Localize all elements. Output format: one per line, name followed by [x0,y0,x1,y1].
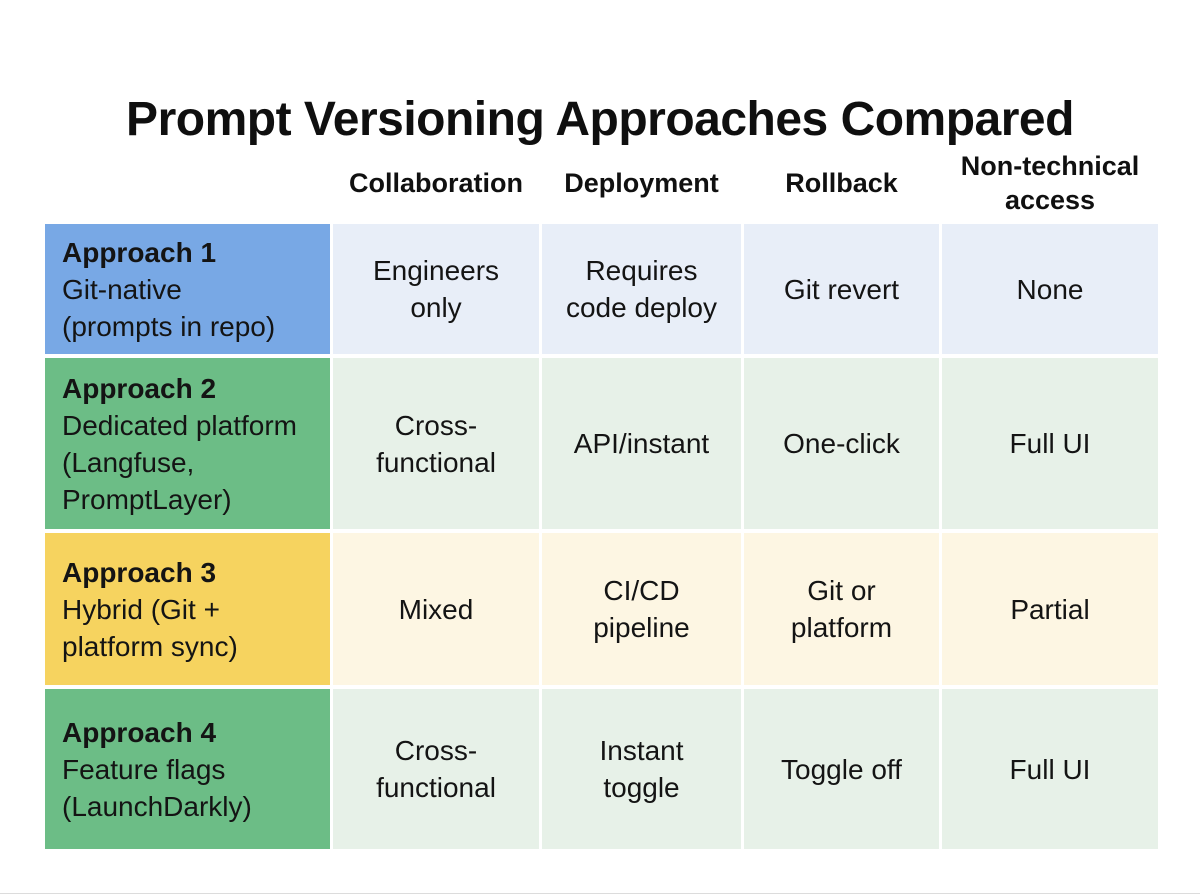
cell-approach4-deployment: Instant toggle [542,689,741,849]
cell-approach1-collaboration: Engineers only [333,224,539,354]
corner-cell [45,145,330,220]
approach-2-description: Dedicated platform (Langfuse, PromptLaye… [62,409,298,515]
row-header-approach-1: Approach 1 Git-native (prompts in repo) [45,224,330,354]
column-header-non-technical-access: Non-technical access [960,150,1140,215]
cell-approach3-rollback: Git or platform [744,533,939,685]
cell-approach4-collaboration: Cross- functional [333,689,539,849]
cell-approach3-collaboration: Mixed [333,533,539,685]
cell-approach4-rollback: Toggle off [744,689,939,849]
column-header-collaboration: Collaboration [349,167,523,198]
cell-approach2-deployment: API/instant [542,358,741,529]
approach-4-name: Approach 4 [62,716,217,748]
cell-approach3-deployment: CI/CD pipeline [542,533,741,685]
cell-approach1-deployment: Requires code deploy [542,224,741,354]
cell-approach1-rollback: Git revert [744,224,939,354]
comparison-table: Collaboration Deployment Rollback Non-te… [45,145,1158,849]
approach-1-description: Git-native (prompts in repo) [62,273,276,342]
cell-approach1-non-technical-access: None [942,224,1158,354]
page-title: Prompt Versioning Approaches Compared [126,93,1074,147]
approach-3-description: Hybrid (Git + platform sync) [62,593,238,662]
approach-4-description: Feature flags (LaunchDarkly) [62,753,252,822]
row-header-approach-2: Approach 2 Dedicated platform (Langfuse,… [45,358,330,529]
approach-2-name: Approach 2 [62,372,217,404]
row-header-approach-4: Approach 4 Feature flags (LaunchDarkly) [45,689,330,849]
column-header-deployment: Deployment [564,167,719,198]
column-header-rollback: Rollback [785,167,898,198]
cell-approach2-non-technical-access: Full UI [942,358,1158,529]
approach-3-name: Approach 3 [62,556,217,588]
cell-approach3-non-technical-access: Partial [942,533,1158,685]
cell-approach4-non-technical-access: Full UI [942,689,1158,849]
cell-approach2-rollback: One-click [744,358,939,529]
bottom-edge-divider [0,893,1200,894]
cell-approach2-collaboration: Cross- functional [333,358,539,529]
row-header-approach-3: Approach 3 Hybrid (Git + platform sync) [45,533,330,685]
approach-1-name: Approach 1 [62,236,217,268]
